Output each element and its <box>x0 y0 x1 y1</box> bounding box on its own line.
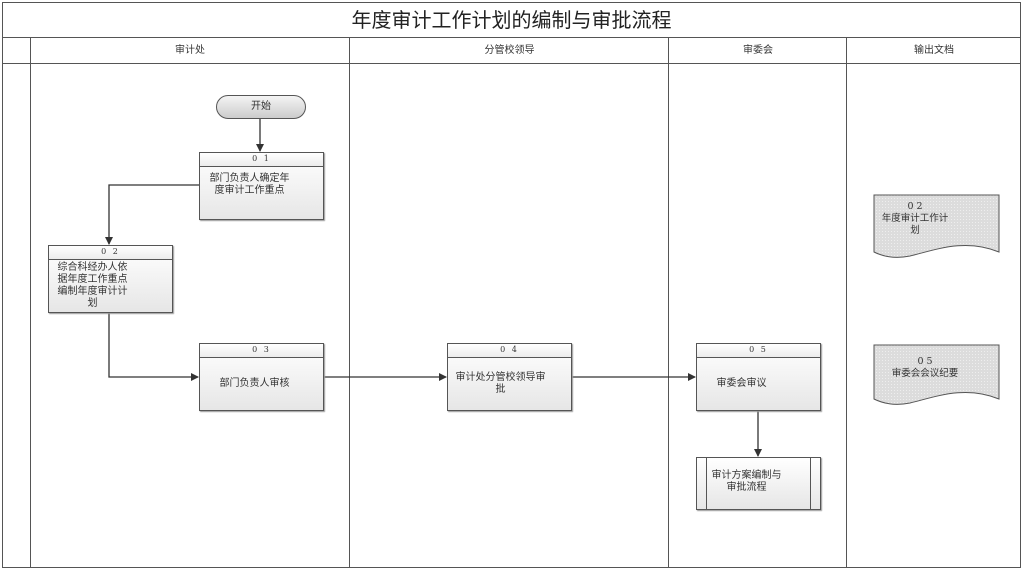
step-03: 0 3 部门负责人审核 <box>199 343 324 411</box>
lane-header-corner <box>2 38 30 64</box>
document-text: 年度审计工作计划 <box>881 213 949 236</box>
lane-divider <box>349 38 350 568</box>
step-number: 0 1 <box>200 153 323 167</box>
lane-header-audit-office: 审计处 <box>30 38 350 64</box>
arrow-01-to-02 <box>105 184 199 245</box>
step-02: 0 2 综合科经办人依据年度工作重点编制年度审计计划 <box>48 245 173 313</box>
document-shape-02 <box>873 194 1000 258</box>
subprocess-bar <box>810 458 811 509</box>
start-terminator: 开始 <box>216 95 306 119</box>
document-02: 0 2 年度审计工作计划 <box>880 201 950 237</box>
subprocess-box: 审计方案编制与审批流程 <box>696 457 821 510</box>
step-text: 审计处分管校领导审批 <box>455 372 546 395</box>
lane-header-leader: 分管校领导 <box>350 38 669 64</box>
step-number: 0 4 <box>448 344 571 358</box>
subprocess-bar <box>706 458 707 509</box>
step-number: 0 2 <box>49 246 172 260</box>
document-05: 0 5 审委会会议纪要 <box>880 356 970 380</box>
arrow-02-to-03 <box>108 312 199 381</box>
step-number: 0 5 <box>697 344 820 358</box>
lane-divider <box>846 38 847 568</box>
step-text: 综合科经办人依据年度工作重点编制年度审计计划 <box>57 262 128 309</box>
document-number: 0 5 <box>917 356 933 367</box>
document-text: 审委会会议纪要 <box>891 368 959 379</box>
lane-divider <box>668 38 669 568</box>
subprocess-text: 审计方案编制与审批流程 <box>711 470 782 493</box>
step-text: 部门负责人审核 <box>219 378 290 389</box>
step-text: 审委会审议 <box>716 378 767 389</box>
step-01: 0 1 部门负责人确定年度审计工作重点 <box>199 152 324 220</box>
step-04: 0 4 审计处分管校领导审批 <box>447 343 572 411</box>
lane-header-committee: 审委会 <box>669 38 847 64</box>
step-05: 0 5 审委会审议 <box>696 343 821 411</box>
step-text: 部门负责人确定年度审计工作重点 <box>209 173 290 196</box>
lane-divider <box>30 38 31 568</box>
diagram-title: 年度审计工作计划的编制与审批流程 <box>2 2 1021 38</box>
lane-header-output-docs: 输出文档 <box>847 38 1021 64</box>
document-shape-05 <box>873 344 1000 405</box>
step-number: 0 3 <box>200 344 323 358</box>
document-number: 0 2 <box>907 201 923 212</box>
